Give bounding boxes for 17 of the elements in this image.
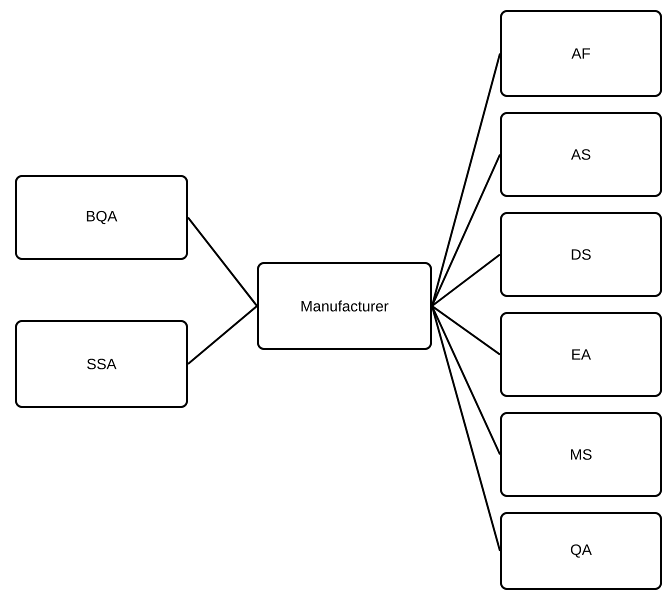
connector-line	[431, 305, 501, 356]
process-box: Manufacturer	[257, 262, 432, 350]
process-box: AS	[500, 112, 662, 197]
connector-line	[187, 305, 258, 365]
process-box: BQA	[15, 175, 188, 260]
process-box: MS	[500, 412, 662, 497]
connector-line	[431, 254, 501, 307]
process-box: SSA	[15, 320, 188, 408]
process-box: DS	[500, 212, 662, 297]
connector-line	[431, 306, 501, 455]
connector-line	[187, 216, 258, 307]
process-box: AF	[500, 10, 662, 97]
connector-line	[431, 154, 501, 306]
connector-line	[431, 53, 501, 306]
process-box: QA	[500, 512, 662, 590]
process-box: EA	[500, 312, 662, 397]
connector-line	[431, 306, 501, 552]
